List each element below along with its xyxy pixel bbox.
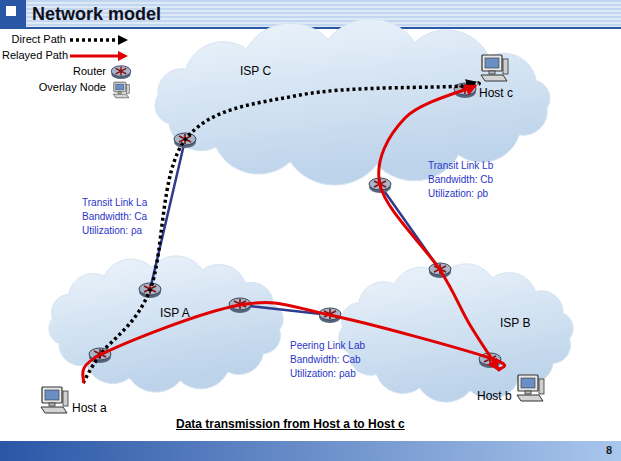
link-annotation: Transit Link Lb <box>428 160 493 172</box>
link-annotation: Bandwidth: Cb <box>428 174 493 186</box>
cloud-shape <box>35 250 297 398</box>
link-annotation: Utilization: ρab <box>290 368 356 380</box>
arrow-head <box>118 35 128 45</box>
direct-path-sample <box>70 38 118 42</box>
link-annotation: Transit Link La <box>82 197 147 209</box>
cloud-shape <box>140 22 565 182</box>
figure-caption: Data transmission from Host a to Host c <box>176 418 405 432</box>
legend-text: Overlay Node <box>2 81 106 94</box>
router-symbol <box>319 308 341 323</box>
computer-symbol <box>517 375 544 401</box>
isp-name: ISP C <box>240 64 271 78</box>
overlay-host: Host c <box>478 52 514 101</box>
host-label: Host b <box>477 389 512 403</box>
overlay-host: Host a <box>38 384 108 416</box>
isp-cloud: ISP A <box>35 250 297 398</box>
overlay-host: Host b <box>476 372 546 404</box>
overlay-node-sample <box>113 82 129 98</box>
computer-symbol <box>481 55 508 81</box>
slide-title: Network model <box>32 4 161 25</box>
link-annotation: Bandwidth: Ca <box>82 211 147 223</box>
host-label: Host c <box>479 86 513 100</box>
router-sample <box>111 66 131 79</box>
router-symbol <box>369 178 391 193</box>
host-label: Host a <box>72 401 107 415</box>
link-annotation: Peering Link Lab <box>290 340 365 352</box>
page-number: 8 <box>606 444 612 457</box>
isp-name: ISP B <box>500 316 530 330</box>
host-computer-icon <box>39 385 69 415</box>
legend-text: Direct Path <box>2 33 66 46</box>
link-annotation: Utilization: ρa <box>82 225 142 237</box>
computer-symbol <box>41 387 68 413</box>
host-computer-icon <box>479 53 509 83</box>
relayed-path-sample <box>70 55 118 58</box>
arrow-head <box>118 51 128 61</box>
cloud-outline <box>155 19 550 185</box>
cloud-outline <box>339 264 573 402</box>
legend-text: Relayed Path <box>2 49 66 62</box>
isp-cloud: ISP C <box>140 22 565 182</box>
link-annotation: Utilization: ρb <box>428 188 488 200</box>
isp-cloud: ISP B <box>325 258 587 408</box>
isp-name: ISP A <box>160 306 190 320</box>
link-annotation: Bandwidth: Cab <box>290 354 361 366</box>
cloud-shape <box>325 258 587 408</box>
legend-text: Router <box>2 65 106 78</box>
cloud-outline <box>49 256 283 392</box>
host-computer-icon <box>515 373 545 403</box>
